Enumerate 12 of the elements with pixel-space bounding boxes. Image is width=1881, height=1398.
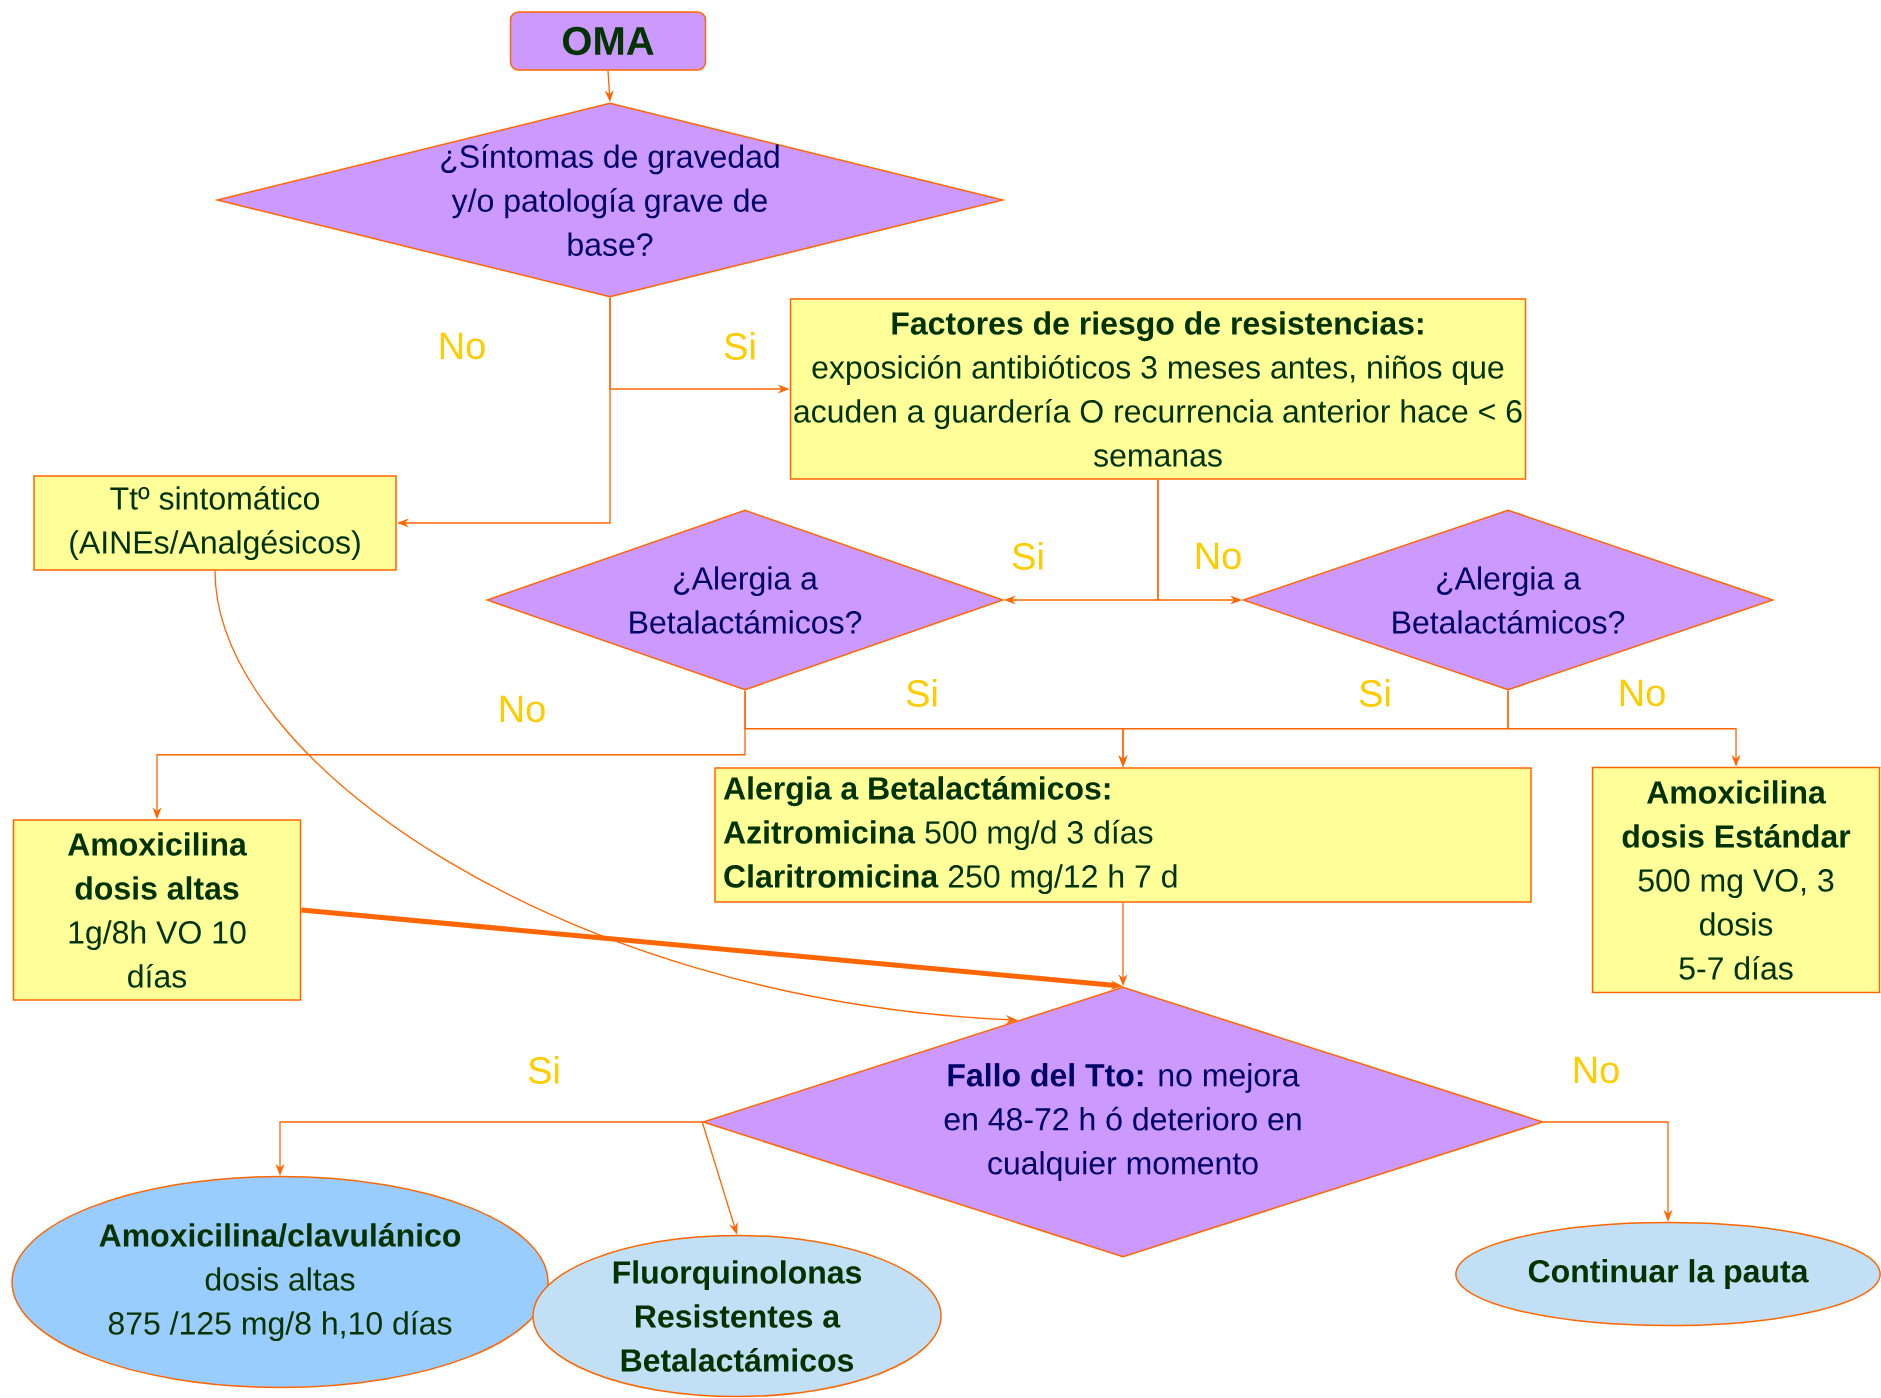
edge-label: No bbox=[1569, 1054, 1623, 1086]
process-box: Amoxicilina dosis Estándar 500 mg VO, 3 dosis 5-7 días bbox=[1591, 766, 1881, 994]
edge-label: Si bbox=[721, 330, 759, 362]
process-box: Amoxicilina dosis altas 1g/8h VO 10 días bbox=[12, 819, 302, 1001]
process-box: Factores de riesgo de resistencias: exposición antibióticos 3 meses antes, niños que acuden a guardería O recurrencia anterior hace < 6 semanas bbox=[789, 298, 1527, 480]
process-box: Ttº sintomático (AINEs/Analgésicos) bbox=[33, 475, 397, 571]
edge-label: Si bbox=[1009, 540, 1047, 572]
process-box: Alergia a Betalactámicos: Azitromicina 500 mg/d 3 días Claritromicina 250 mg/12 h 7 d bbox=[714, 767, 1532, 903]
edge-label: No bbox=[435, 330, 489, 362]
start-box: OMA bbox=[509, 11, 707, 71]
edge-label: Si bbox=[525, 1054, 563, 1086]
edge-label: No bbox=[495, 693, 549, 725]
